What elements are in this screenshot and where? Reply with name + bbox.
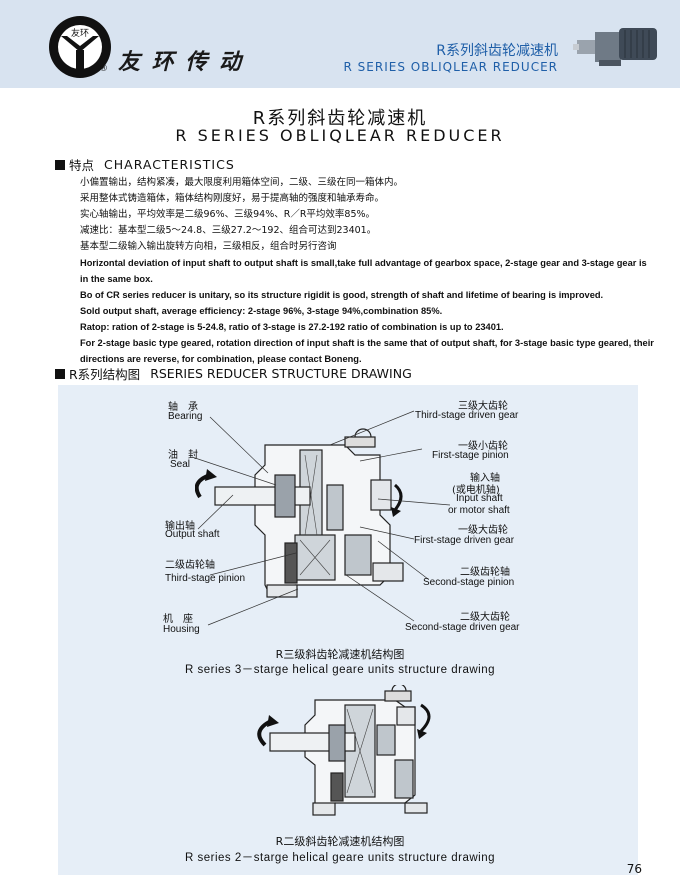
- characteristics-text: 小偏置输出，结构紧凑，最大限度利用箱体空间，二级、三级在同一箱体内。 采用整体式…: [80, 175, 660, 367]
- char-line-en: Ratop: ration of 2-stage is 5-24.8, rati…: [80, 322, 504, 332]
- char-line-en: Bo of CR series reducer is unitary, so i…: [80, 290, 604, 300]
- label-bearing-cn: 轴 承: [168, 402, 198, 413]
- label-second-pinion-cn: 二级齿轮轴: [460, 567, 510, 578]
- label-third-driven-gear-cn: 三级大齿轮: [458, 401, 508, 412]
- label-first-driven-gear-cn: 一级大齿轮: [458, 525, 508, 536]
- label-first-pinion-cn: 一级小齿轮: [458, 441, 508, 452]
- label-seal-cn: 油 封: [168, 450, 198, 461]
- label-input-shaft-en: Input shaft: [456, 493, 503, 504]
- label-third-stage-pinion-en: Third-stage pinion: [165, 573, 246, 584]
- characteristics-heading-cn: 特点: [69, 158, 95, 173]
- leader-lines: [191, 410, 451, 626]
- page-title-cn: R系列斜齿轮减速机: [252, 108, 428, 129]
- label-input-shaft-cn: 输入轴: [470, 473, 500, 484]
- char-line-en: directions are reverse, for combination,…: [80, 354, 362, 364]
- label-output-shaft-cn: 输出轴: [165, 521, 195, 532]
- caption-three-stage-en: R series 3－starge helical geare units st…: [184, 664, 496, 676]
- registered-mark: ®: [99, 64, 108, 74]
- characteristics-heading: 特点 CHARACTERISTICS: [55, 155, 235, 174]
- char-line-cn: 实心轴输出，平均效率是二级96%、三级94%、R／R平均效率85%。: [80, 209, 376, 220]
- caption-three-stage-cn: R三级斜齿轮减速机结构图: [275, 648, 405, 661]
- page-number: 76: [626, 862, 642, 876]
- company-name: 友 环 传 动: [118, 49, 243, 75]
- three-stage-reducer-drawing: [195, 428, 404, 598]
- header-title-en: R SERIES OBLIQLEAR REDUCER: [343, 60, 558, 74]
- caption-two-stage-en: R series 2－starge helical geare units st…: [184, 852, 496, 864]
- label-second-driven-gear-en: Second-stage driven gear: [405, 622, 520, 633]
- square-bullet-icon: [55, 159, 65, 170]
- label-housing-en: Housing: [163, 624, 200, 635]
- logo-emblem-icon: 友环: [51, 18, 109, 76]
- header-band: [0, 0, 680, 88]
- label-input-shaft-cn2: (或电机轴): [452, 485, 500, 496]
- char-line-cn: 采用整体式铸造箱体，箱体结构刚度好，易于提高轴的强度和轴承寿命。: [80, 193, 385, 204]
- two-stage-reducer-drawing: [257, 685, 431, 816]
- label-housing-cn: 机 座: [163, 614, 193, 625]
- logo-inner-text: 友环: [71, 27, 89, 39]
- structure-heading-cn: R系列结构图: [69, 367, 141, 382]
- label-third-driven-gear-en: Third-stage driven gear: [415, 410, 519, 421]
- char-line-cn: 基本型二级输入输出旋转方向相，三级相反，组合时另行咨询: [80, 241, 337, 252]
- characteristics-heading-en: CHARACTERISTICS: [104, 157, 235, 172]
- header-title-cn: R系列斜齿轮减速机: [436, 43, 558, 59]
- label-input-shaft-en2: or motor shaft: [448, 505, 510, 516]
- structure-heading-en: RSERIES REDUCER STRUCTURE DRAWING: [150, 366, 412, 381]
- structure-heading: R系列结构图 RSERIES REDUCER STRUCTURE DRAWING: [55, 364, 412, 383]
- label-third-stage-pinion-cn: 二级齿轮轴: [165, 560, 215, 571]
- label-second-driven-gear-cn: 二级大齿轮: [460, 612, 510, 623]
- label-output-shaft-en: Output shaft: [165, 529, 220, 540]
- reducer-product-icon: [573, 28, 657, 66]
- page-title-en: R SERIES OBLIQLEAR REDUCER: [175, 126, 505, 145]
- char-line-cn: 减速比：基本型二级5～24.8、三级27.2～192、组合可达到23401。: [80, 225, 377, 236]
- char-line-en: in the same box.: [80, 274, 153, 284]
- label-seal-en: Seal: [170, 459, 191, 470]
- square-bullet-icon: [55, 368, 65, 379]
- char-line-en: Sold output shaft, average efficiency: 2…: [80, 306, 443, 316]
- label-first-pinion-en: First-stage pinion: [432, 450, 509, 461]
- char-line-cn: 小偏置输出，结构紧凑，最大限度利用箱体空间，二级、三级在同一箱体内。: [80, 177, 404, 188]
- company-logo: 友环: [49, 16, 111, 78]
- label-second-pinion-en: Second-stage pinion: [423, 577, 515, 588]
- label-first-driven-gear-en: First-stage driven gear: [414, 535, 515, 546]
- char-line-en: For 2-stage basic type geared, rotation …: [80, 338, 654, 348]
- label-bearing-en: Bearing: [168, 411, 203, 422]
- char-line-en: Horizontal deviation of input shaft to o…: [80, 258, 647, 268]
- caption-two-stage-cn: R二级斜齿轮减速机结构图: [275, 835, 405, 848]
